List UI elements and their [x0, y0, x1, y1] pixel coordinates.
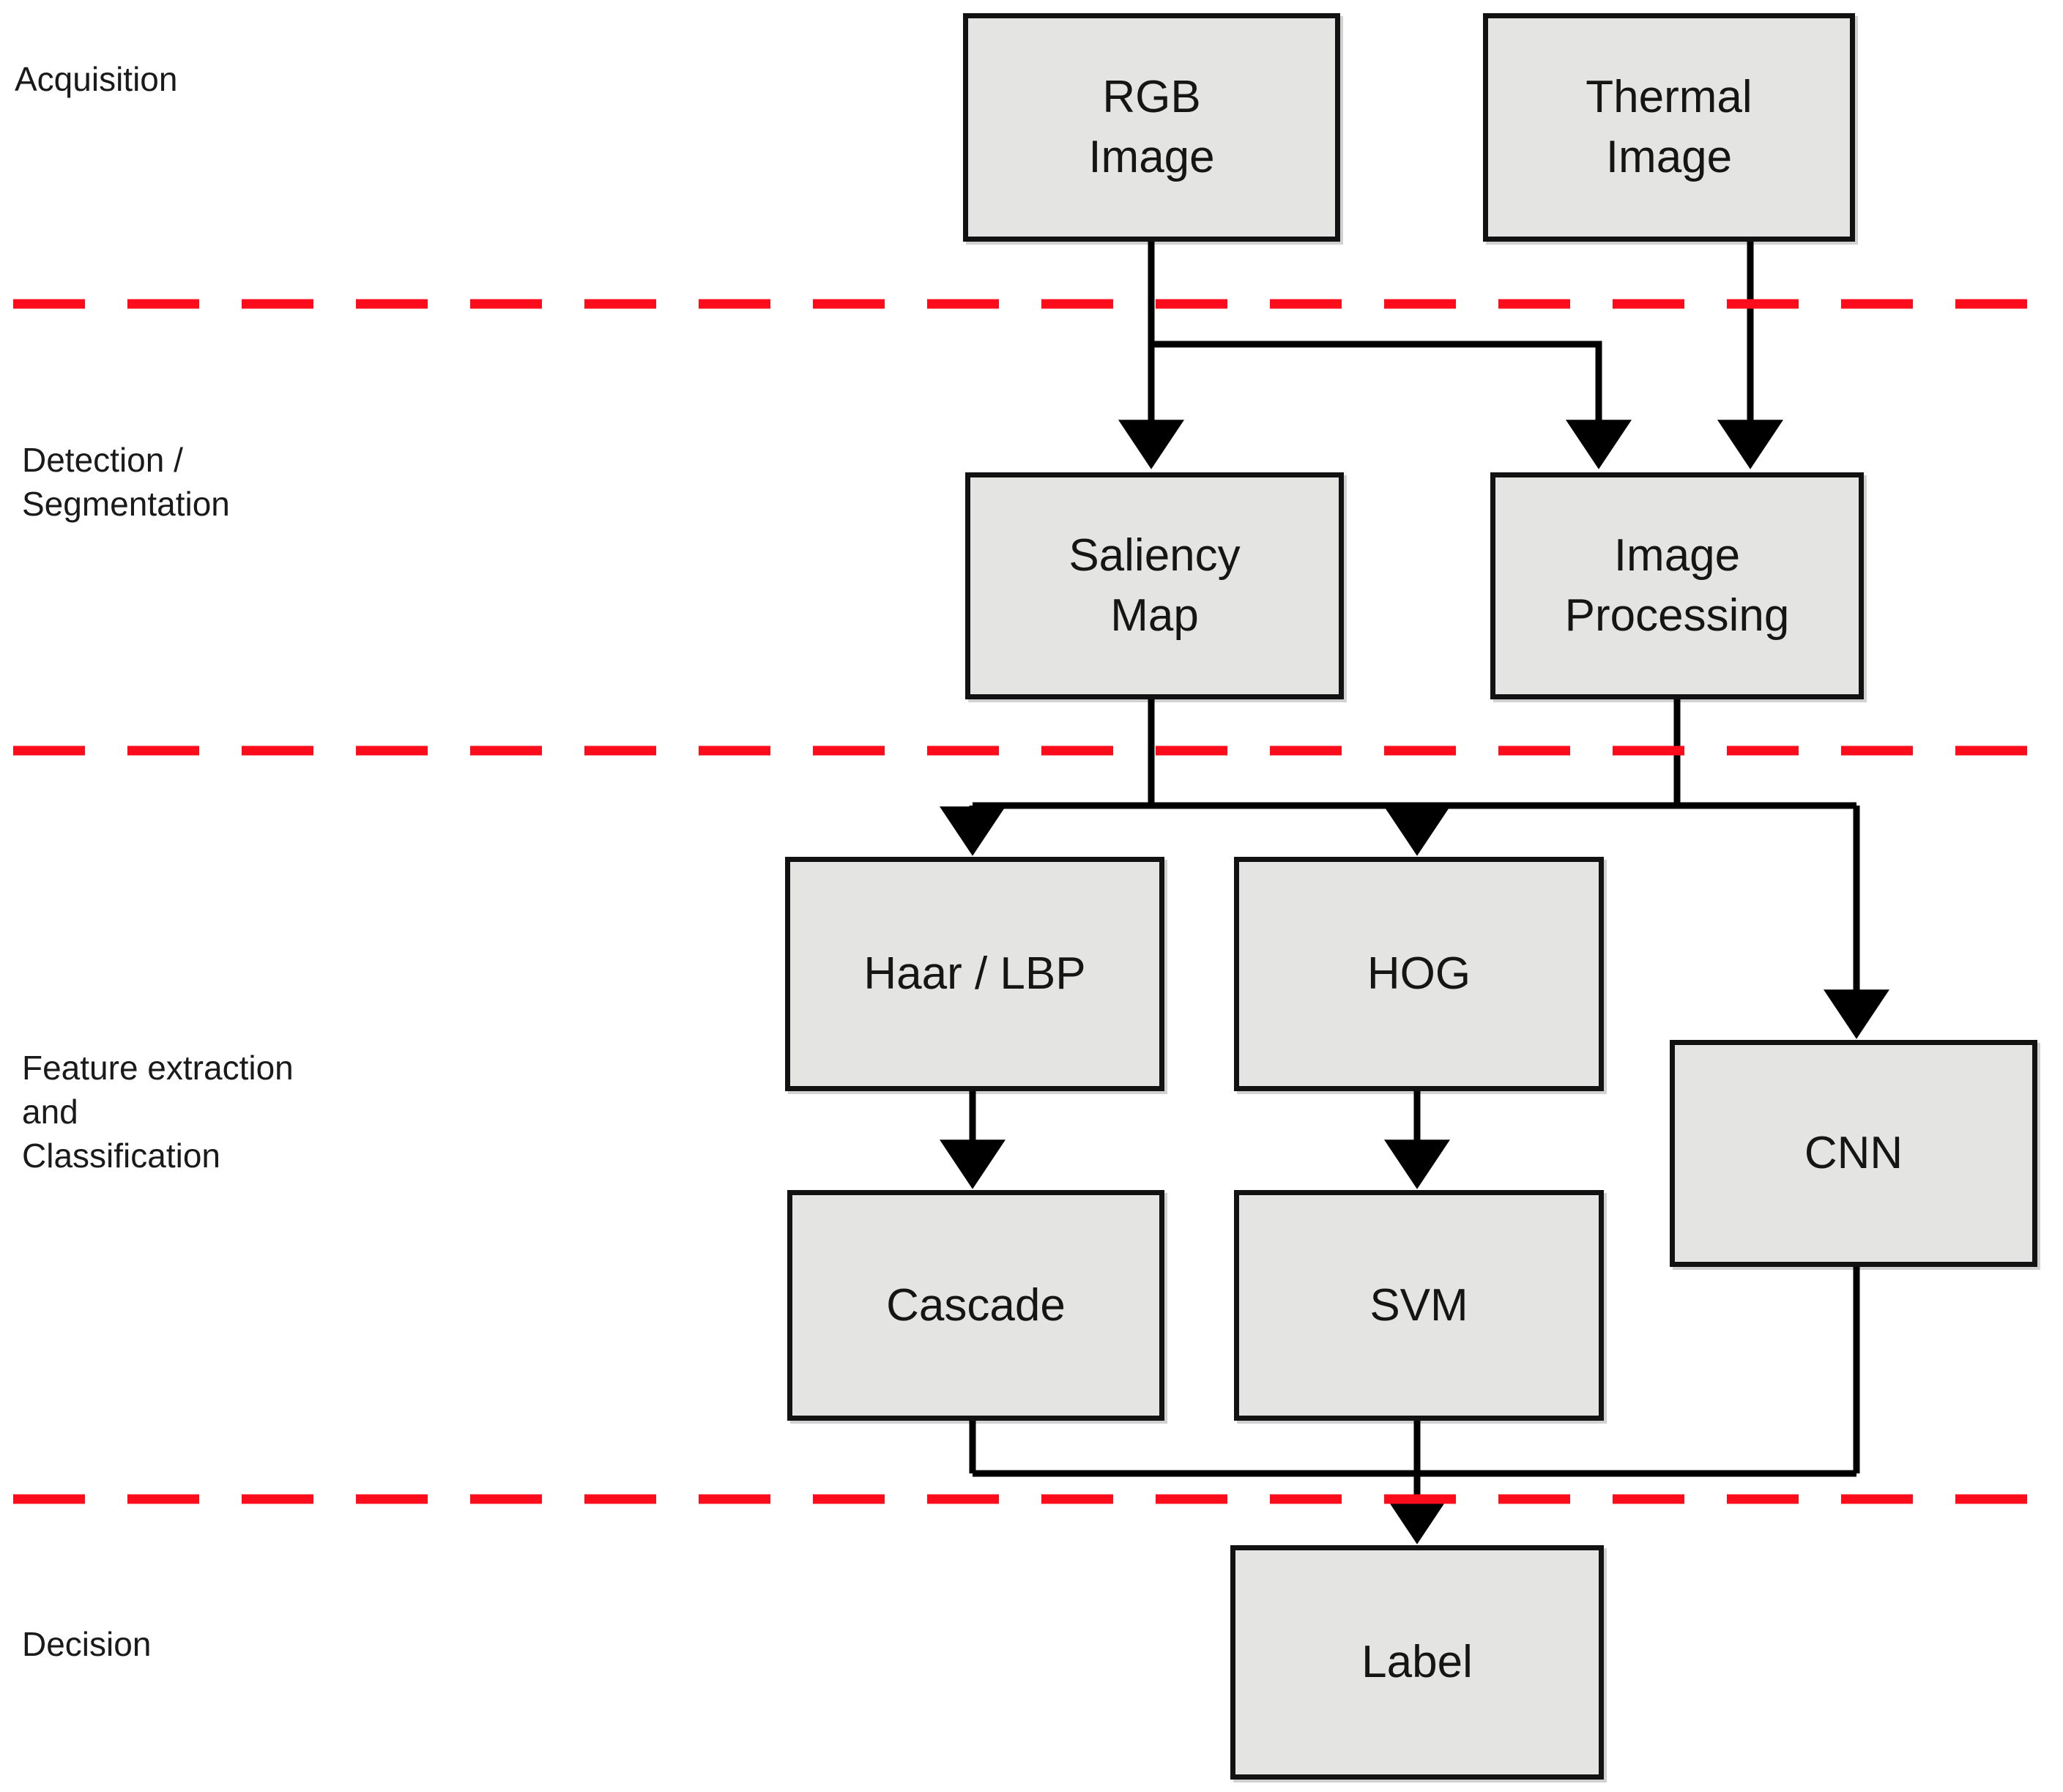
stage-label-detection-segmentation: Detection / Segmentation — [22, 441, 230, 523]
stage-label-decision: Decision — [22, 1625, 152, 1663]
node-thermal-image[interactable]: Thermal Image — [1483, 13, 1855, 242]
stage-label-acquisition: Acquisition — [15, 60, 178, 98]
node-saliency-map[interactable]: Saliency Map — [965, 472, 1344, 699]
node-rgb-image[interactable]: RGB Image — [963, 13, 1340, 242]
stage-label-feature-extraction-classification: Feature extraction and Classification — [22, 1049, 294, 1175]
node-label[interactable]: Label — [1230, 1545, 1604, 1780]
node-cascade[interactable]: Cascade — [787, 1190, 1164, 1421]
node-image-processing[interactable]: Image Processing — [1490, 472, 1864, 699]
node-cnn[interactable]: CNN — [1670, 1040, 2037, 1267]
node-svm[interactable]: SVM — [1234, 1190, 1604, 1421]
edge-rgb-to-image-processing — [1151, 341, 1632, 469]
node-hog[interactable]: HOG — [1234, 857, 1604, 1091]
node-haar-lbp[interactable]: Haar / LBP — [785, 857, 1164, 1091]
